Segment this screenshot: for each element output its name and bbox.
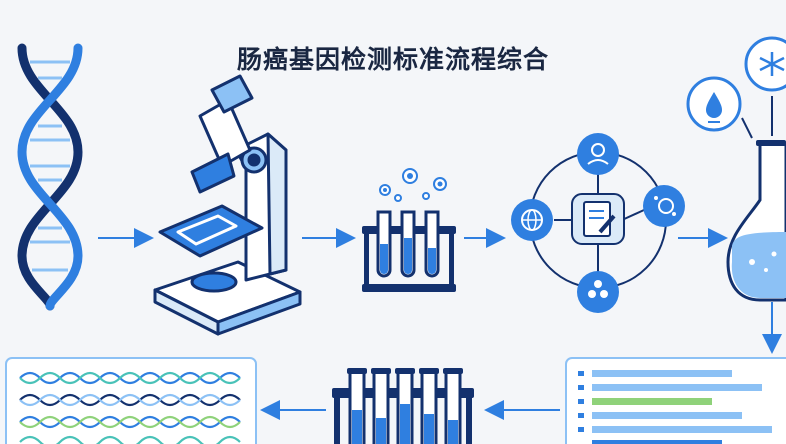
- test-tube-rack-large-icon: [332, 368, 474, 444]
- snowflake-icon: [744, 36, 786, 92]
- analysis-network-icon: [511, 133, 685, 313]
- data-report-icon: [565, 357, 786, 444]
- molecule-icon: [643, 185, 685, 227]
- lab-person-icon: [577, 133, 619, 175]
- reagent-icon: [577, 271, 619, 313]
- diagram-title: 肠癌基因检测标准流程综合: [236, 45, 549, 74]
- dna-helix-icon: [17, 43, 83, 311]
- microscope-icon: [153, 74, 302, 336]
- globe-icon: [511, 199, 553, 241]
- flask-icon: [686, 36, 786, 302]
- test-tube-rack-icon: [362, 168, 456, 292]
- sequence-panel-icon: [5, 357, 257, 444]
